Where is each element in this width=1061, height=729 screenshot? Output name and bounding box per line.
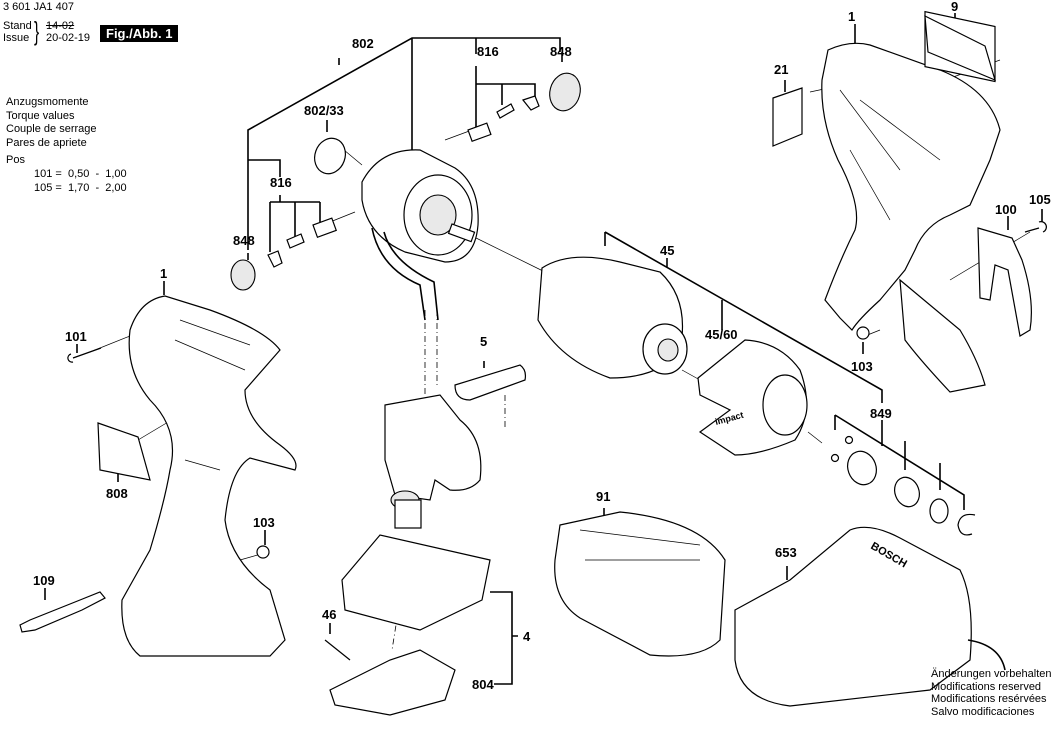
callout-100: 100 <box>995 202 1017 217</box>
callout-5: 5 <box>480 334 488 349</box>
impact-housing-45 <box>537 256 688 379</box>
screw-105 <box>1024 221 1047 233</box>
dates: 14-02 20-02-19 <box>46 20 90 44</box>
callout-103-right: 103 <box>851 359 873 374</box>
switch-4 <box>341 394 491 631</box>
nut-103-right <box>856 326 870 340</box>
callout-4: 4 <box>523 629 531 644</box>
callout-91: 91 <box>596 489 611 504</box>
belt-clip-100 <box>977 227 1032 337</box>
callout-1-right: 1 <box>848 9 856 24</box>
bearing-cap-848-top <box>549 72 581 112</box>
nut-103-left <box>256 545 270 559</box>
torque-values-block: Anzugsmomente Torque values Couple de se… <box>6 96 127 195</box>
old-date: 14-02 <box>46 20 75 32</box>
assembly-line-cover <box>681 369 823 444</box>
leader-849 <box>834 414 965 510</box>
leader-4 <box>490 591 518 685</box>
callout-101: 101 <box>65 329 87 344</box>
callout-848-left: 848 <box>233 233 255 248</box>
torque-row-101: 101 = 0,50 - 1,00 <box>34 167 127 180</box>
charger-653: BOSCH <box>734 526 1006 707</box>
callout-849: 849 <box>870 406 892 421</box>
torque-line-en: Torque values <box>6 109 75 122</box>
callout-46: 46 <box>322 607 337 622</box>
notice-en: Modifications reserved <box>931 680 1042 693</box>
housing-half-1-right <box>821 42 1001 393</box>
brush-set-816-top <box>467 95 540 143</box>
document-code: 3 601 JA1 407 <box>3 1 74 13</box>
callout-848-top: 848 <box>550 44 572 59</box>
label-808 <box>97 422 151 481</box>
axis-base <box>391 599 401 651</box>
stand-issue-labels: Stand Issue <box>3 20 32 44</box>
leader-816-top <box>475 38 536 130</box>
issue-date: 20-02-19 <box>46 32 91 44</box>
callout-105: 105 <box>1029 192 1051 207</box>
notice-fr: Modifications resérvées <box>931 693 1047 705</box>
label-21 <box>772 87 803 147</box>
callout-103-left: 103 <box>253 515 275 530</box>
callout-109: 109 <box>33 573 55 588</box>
notice-es: Salvo modificaciones <box>931 705 1035 718</box>
pos-label: Pos <box>6 154 25 167</box>
torque-line-fr: Couple de serrage <box>6 123 97 136</box>
housing-half-1-left <box>121 295 297 657</box>
callout-804: 804 <box>472 677 494 692</box>
callout-816-left: 816 <box>270 175 292 190</box>
figure-label: Fig./Abb. 1 <box>100 25 179 42</box>
anvil-parts-849 <box>830 435 976 536</box>
callout-802: 802 <box>352 36 374 51</box>
brace-glyph: } <box>34 16 40 46</box>
stand-label: Stand <box>3 20 32 32</box>
leader-45 <box>604 231 883 403</box>
torque-line-de: Anzugsmomente <box>6 96 89 108</box>
callout-45: 45 <box>660 243 675 258</box>
modifications-notice: Änderungen vorbehalten Modifications res… <box>931 668 1051 718</box>
callout-9: 9 <box>951 0 959 14</box>
callout-816-top: 816 <box>477 44 499 59</box>
torque-row-105: 105 = 1,70 - 2,00 <box>34 181 127 194</box>
callout-1-left: 1 <box>160 266 168 281</box>
cover-plate-804 <box>329 649 456 716</box>
leader-816-left <box>248 159 321 252</box>
bit-109 <box>19 591 106 633</box>
notice-de: Änderungen vorbehalten <box>931 668 1052 680</box>
motor-802 <box>361 149 479 321</box>
label-9-shape <box>924 14 996 82</box>
callout-21: 21 <box>774 62 789 77</box>
torque-line-es: Pares de apriete <box>6 136 87 149</box>
callout-808: 808 <box>106 486 128 501</box>
spring-46 <box>324 639 351 661</box>
cover-45-60: impact <box>697 339 808 456</box>
switch-lever-5 <box>454 364 527 401</box>
callout-45-60: 45/60 <box>705 327 738 342</box>
screw-101 <box>67 347 102 363</box>
callout-653: 653 <box>775 545 797 560</box>
battery-91 <box>554 511 726 657</box>
brush-set-816-left <box>267 217 338 268</box>
callout-802-33: 802/33 <box>304 103 344 118</box>
o-ring-802-33 <box>314 137 346 175</box>
bearing-cap-848-left <box>230 259 256 291</box>
assembly-line-motor <box>329 129 546 273</box>
leader-802 <box>247 37 561 250</box>
issue-label: Issue <box>3 32 30 44</box>
